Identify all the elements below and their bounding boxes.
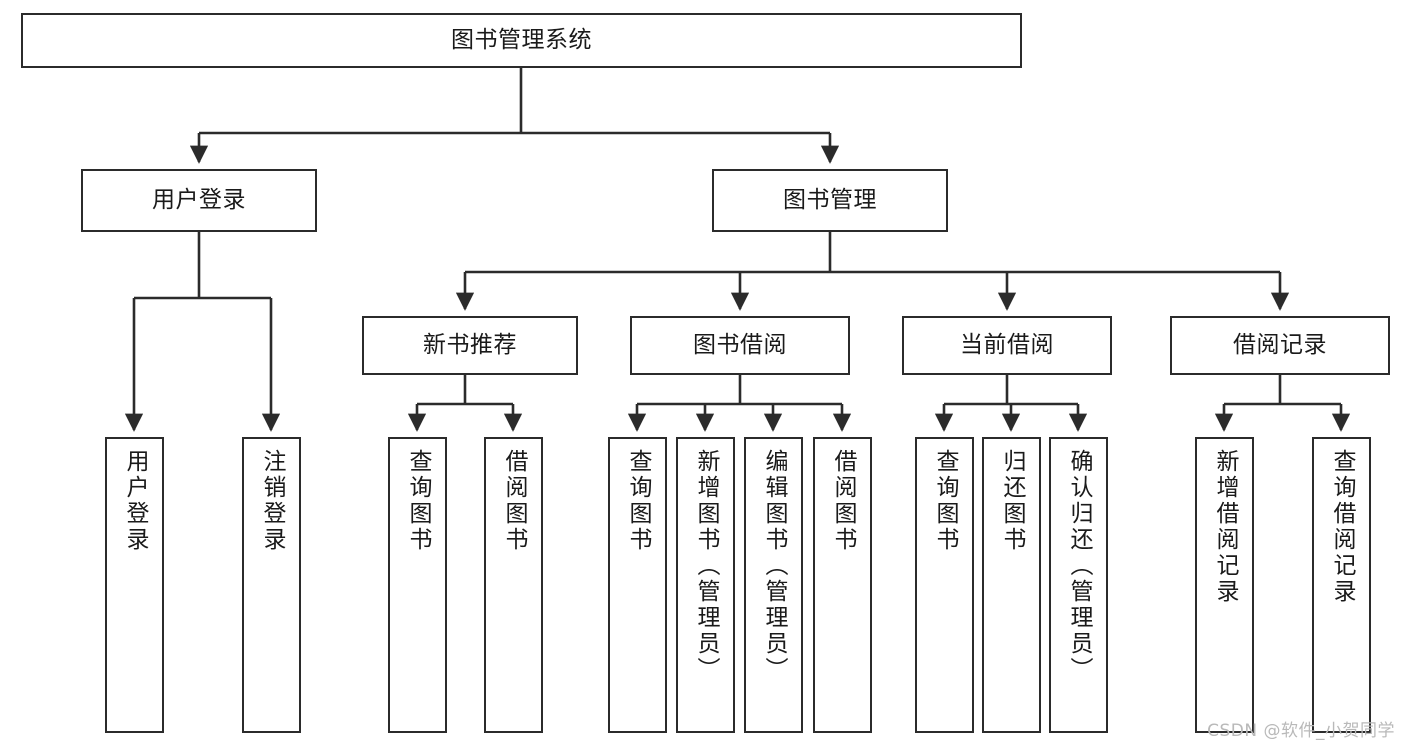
node-label: 归还图书 bbox=[999, 449, 1025, 553]
node-label: 查询图书 bbox=[932, 449, 958, 553]
node-current-borrow[interactable]: 当前借阅 bbox=[902, 316, 1112, 375]
node-label: 新增图书（管理员） bbox=[693, 449, 719, 683]
node-label: 用户登录 bbox=[122, 449, 148, 553]
node-label: 借阅记录 bbox=[1233, 332, 1327, 359]
node-label: 图书借阅 bbox=[693, 332, 787, 359]
node-leaf-query-book-1[interactable]: 查询图书 bbox=[388, 437, 447, 733]
node-new-book-recommend[interactable]: 新书推荐 bbox=[362, 316, 578, 375]
node-leaf-user-login[interactable]: 用户登录 bbox=[105, 437, 164, 733]
node-leaf-query-book-3[interactable]: 查询图书 bbox=[915, 437, 974, 733]
node-borrow-record[interactable]: 借阅记录 bbox=[1170, 316, 1390, 375]
node-label: 确认归还（管理员） bbox=[1066, 449, 1092, 683]
node-label: 查询图书 bbox=[405, 449, 431, 553]
node-book-management-system[interactable]: 图书管理系统 bbox=[21, 13, 1022, 68]
node-label: 编辑图书（管理员） bbox=[761, 449, 787, 683]
node-book-management[interactable]: 图书管理 bbox=[712, 169, 948, 232]
node-leaf-query-book-2[interactable]: 查询图书 bbox=[608, 437, 667, 733]
node-leaf-query-borrow-record[interactable]: 查询借阅记录 bbox=[1312, 437, 1371, 733]
node-leaf-edit-book[interactable]: 编辑图书（管理员） bbox=[744, 437, 803, 733]
node-leaf-borrow-book-2[interactable]: 借阅图书 bbox=[813, 437, 872, 733]
node-label: 查询图书 bbox=[625, 449, 651, 553]
node-leaf-return-book[interactable]: 归还图书 bbox=[982, 437, 1041, 733]
node-book-borrow[interactable]: 图书借阅 bbox=[630, 316, 850, 375]
csdn-watermark: CSDN @软件_小贺同学 bbox=[1207, 721, 1395, 741]
node-label: 当前借阅 bbox=[960, 332, 1054, 359]
node-label: 用户登录 bbox=[152, 187, 246, 214]
node-leaf-confirm-return[interactable]: 确认归还（管理员） bbox=[1049, 437, 1108, 733]
node-label: 注销登录 bbox=[259, 449, 285, 553]
node-label: 新书推荐 bbox=[423, 332, 517, 359]
node-label: 借阅图书 bbox=[501, 449, 527, 553]
node-label: 新增借阅记录 bbox=[1212, 449, 1238, 605]
node-leaf-add-book[interactable]: 新增图书（管理员） bbox=[676, 437, 735, 733]
node-leaf-logout-login[interactable]: 注销登录 bbox=[242, 437, 301, 733]
node-label: 图书管理 bbox=[783, 187, 877, 214]
node-leaf-add-borrow-record[interactable]: 新增借阅记录 bbox=[1195, 437, 1254, 733]
node-label: 图书管理系统 bbox=[451, 27, 592, 54]
node-leaf-borrow-book-1[interactable]: 借阅图书 bbox=[484, 437, 543, 733]
node-user-login[interactable]: 用户登录 bbox=[81, 169, 317, 232]
node-label: 借阅图书 bbox=[830, 449, 856, 553]
node-label: 查询借阅记录 bbox=[1329, 449, 1355, 605]
